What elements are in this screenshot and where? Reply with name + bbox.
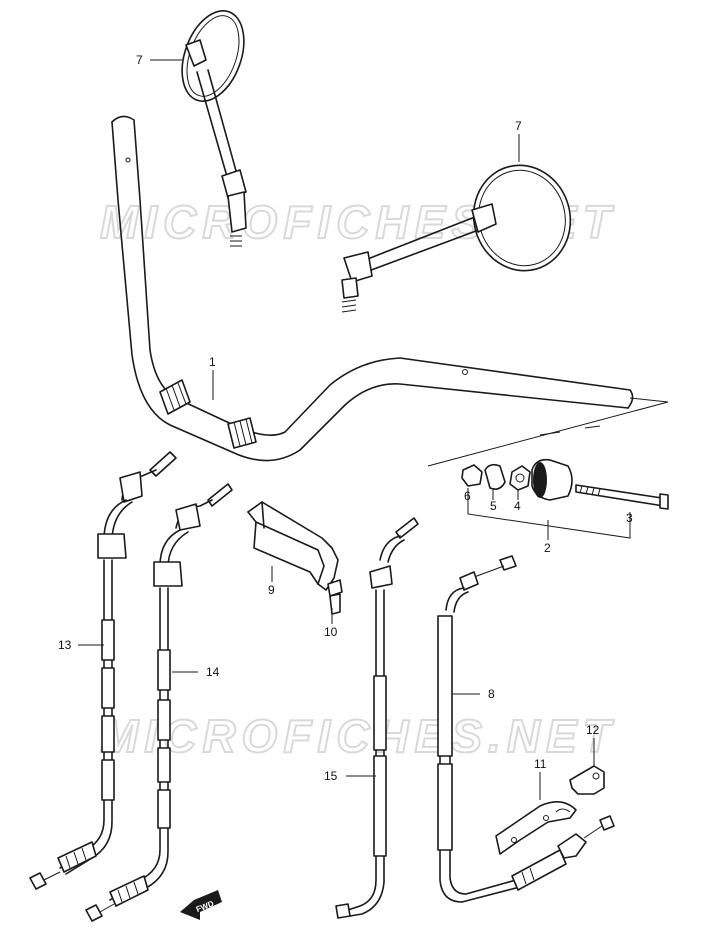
throttle-cable-13 xyxy=(29,451,177,890)
grip-band-1 xyxy=(159,379,191,415)
mirror-left xyxy=(181,10,247,247)
handlebar xyxy=(111,115,634,462)
callout-7-right: 7 xyxy=(515,119,522,133)
part-6-collar xyxy=(461,464,483,487)
callouts: 7 7 1 6 5 4 3 2 9 10 13 14 8 15 11 12 xyxy=(58,53,633,783)
callout-12: 12 xyxy=(586,723,600,737)
clutch-cable-8 xyxy=(437,555,615,903)
callout-10: 10 xyxy=(324,625,338,639)
callout-5: 5 xyxy=(490,499,497,513)
throttle-cable-14 xyxy=(85,483,233,922)
forward-arrow-icon: FWD xyxy=(180,890,222,920)
part-5-spacer xyxy=(484,463,506,490)
choke-cable-15 xyxy=(335,517,419,919)
part-3-bolt xyxy=(575,484,665,507)
cable-clip-12 xyxy=(569,765,605,795)
callout-7-left: 7 xyxy=(136,53,143,67)
callout-8: 8 xyxy=(488,687,495,701)
watermark-bottom: MICROFICHES.NET xyxy=(100,710,617,762)
leader-lines xyxy=(78,59,631,800)
cable-guide-bracket xyxy=(247,501,339,591)
callout-2: 2 xyxy=(544,541,551,555)
callout-13: 13 xyxy=(58,638,72,652)
callout-15: 15 xyxy=(324,769,338,783)
grip-band-2 xyxy=(227,417,257,449)
mirror-right xyxy=(341,164,572,313)
cable-8-adjuster xyxy=(557,833,587,859)
cable-clamp-11 xyxy=(495,801,577,855)
callout-4: 4 xyxy=(514,499,521,513)
callout-1: 1 xyxy=(209,355,216,369)
callout-11: 11 xyxy=(534,757,547,771)
callout-14: 14 xyxy=(206,665,220,679)
callout-9: 9 xyxy=(268,583,275,597)
bolt-10 xyxy=(327,579,343,615)
bar-end-assembly xyxy=(427,397,669,539)
callout-6: 6 xyxy=(464,489,471,503)
handlebar-hole-right xyxy=(462,369,468,375)
handlebar-hole-left xyxy=(125,157,131,163)
part-4-nut xyxy=(509,465,531,491)
callout-3: 3 xyxy=(626,511,633,525)
